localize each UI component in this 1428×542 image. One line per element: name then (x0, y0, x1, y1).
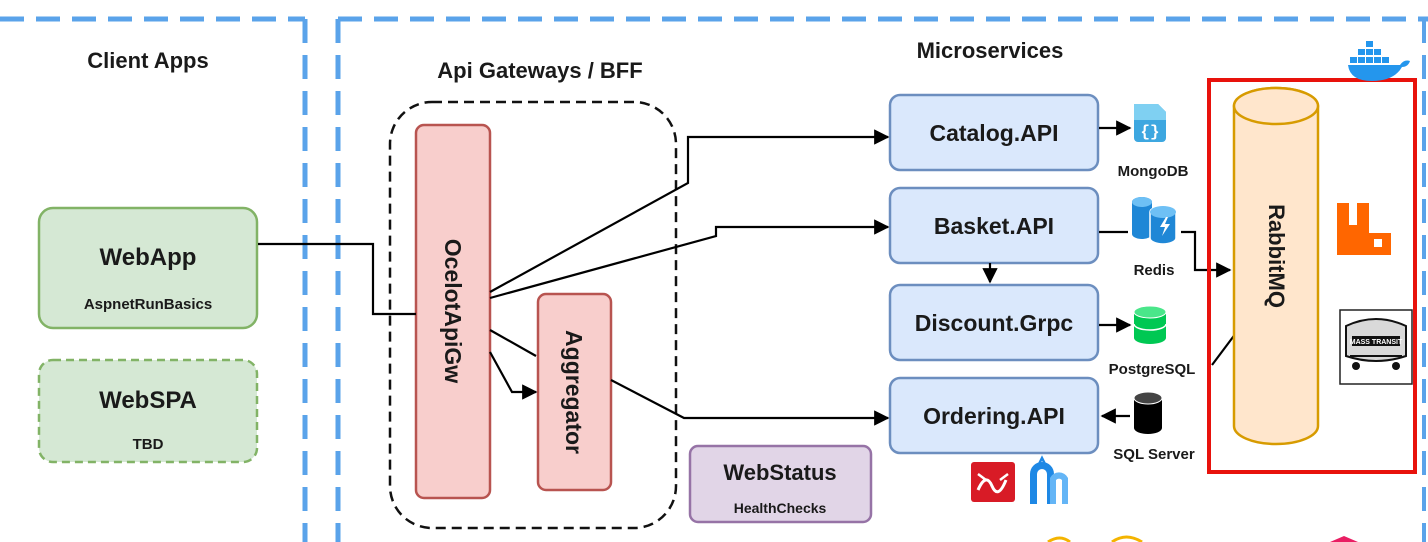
postgresql-icon (1133, 305, 1167, 344)
catalog-api-label: Catalog.API (929, 120, 1058, 146)
redis-icon (1132, 197, 1177, 245)
grpc-icon (971, 462, 1015, 502)
webspa-box[interactable]: WebSPA TBD (37, 358, 259, 464)
rabbitmq-cylinder[interactable]: RabbitMQ (1232, 86, 1320, 446)
rabbitmq-highlight-frame (1207, 78, 1417, 474)
webapp-subtitle: AspnetRunBasics (84, 296, 212, 313)
ocelot-label: OcelotApiGw (440, 239, 466, 384)
aggregator-to-ordering-connector (610, 379, 890, 426)
ordering-api-label: Ordering.API (923, 403, 1065, 429)
client-apps-heading: Client Apps (87, 48, 208, 73)
ordering-to-rabbitmq-connector (1211, 332, 1237, 366)
microservices-heading: Microservices (917, 38, 1064, 63)
webstatus-subtitle: HealthChecks (734, 500, 827, 516)
rabbitmq-label: RabbitMQ (1264, 204, 1289, 308)
webspa-title: WebSPA (99, 387, 197, 414)
gateway-to-aggregator-connector (489, 329, 537, 357)
svg-text:{}: {} (1140, 123, 1159, 141)
gateway-to-basket-connector (489, 219, 890, 300)
mongodb-icon: {} (1134, 104, 1166, 142)
gateway-container (388, 100, 678, 530)
mongodb-label: MongoDB (1118, 163, 1189, 180)
webspa-subtitle: TBD (133, 436, 164, 453)
basket-api-box[interactable]: Basket.API (888, 186, 1100, 265)
aggregator-label: Aggregator (561, 330, 587, 454)
ordering-api-box[interactable]: Ordering.API (888, 376, 1100, 455)
sqlserver-icon (1133, 391, 1163, 434)
gateway-to-aggregator-arrow (489, 351, 538, 400)
aggregator-box[interactable]: Aggregator (536, 292, 613, 492)
discount-grpc-label: Discount.Grpc (915, 310, 1074, 336)
gateway-to-catalog-connector (489, 129, 890, 293)
redis-label: Redis (1134, 262, 1175, 279)
webstatus-title: WebStatus (723, 460, 836, 485)
docker-icon (1348, 41, 1410, 81)
basket-api-label: Basket.API (934, 213, 1054, 239)
gateways-heading: Api Gateways / BFF (437, 58, 642, 83)
connectors (258, 120, 1237, 426)
partial-logo-mark (1047, 536, 1071, 542)
masstransit-logo-text: MASS TRANSIT (1350, 339, 1403, 346)
backend-region (335, 16, 1428, 542)
ocelot-gateway-box[interactable]: OcelotApiGw (414, 123, 492, 500)
mediatr-icon (1030, 455, 1068, 504)
partial-logo-mark (1111, 535, 1143, 542)
catalog-api-box[interactable]: Catalog.API (888, 93, 1100, 172)
redis-to-rabbitmq-connector (1181, 230, 1232, 278)
discount-grpc-box[interactable]: Discount.Grpc (888, 283, 1100, 362)
masstransit-icon: MASS TRANSIT (1339, 309, 1413, 385)
postgres-label: PostgreSQL (1109, 361, 1196, 378)
webapp-title: WebApp (100, 244, 197, 271)
client-apps-region (0, 16, 308, 542)
partial-logo-mark (1330, 536, 1358, 542)
webapp-to-gateway-connector (258, 242, 416, 316)
webstatus-box[interactable]: WebStatus HealthChecks (688, 444, 873, 524)
rabbitmq-icon (1337, 203, 1391, 255)
webapp-box[interactable]: WebApp AspnetRunBasics (37, 206, 259, 330)
sqlserver-label: SQL Server (1113, 446, 1195, 463)
